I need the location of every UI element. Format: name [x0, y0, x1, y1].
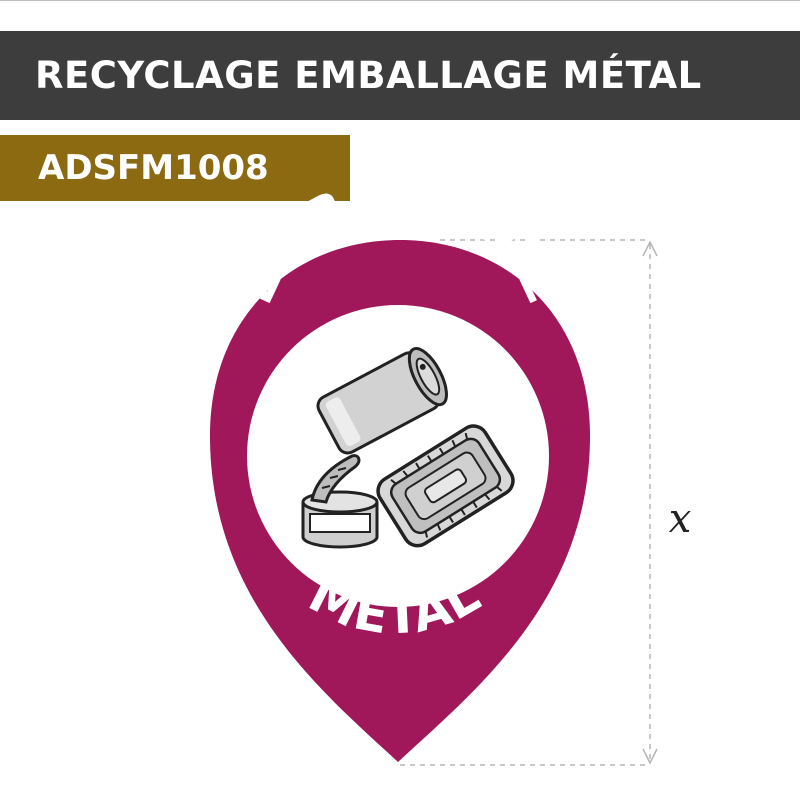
title-banner: RECYCLAGE EMBALLAGE MÉTAL [0, 31, 800, 120]
sticker-inner-circle [247, 305, 549, 607]
aluminium-can-icon [316, 347, 448, 455]
top-divider [0, 0, 800, 1]
product-code: ADSFM1008 [38, 148, 269, 188]
food-tin-can-icon [301, 454, 379, 549]
page-title: RECYCLAGE EMBALLAGE MÉTAL [35, 54, 702, 97]
dimension-label: x [669, 496, 692, 542]
dimension-guide [400, 239, 658, 766]
product-code-banner: ADSFM1008 [0, 135, 350, 201]
aluminium-tray-icon [376, 424, 515, 548]
